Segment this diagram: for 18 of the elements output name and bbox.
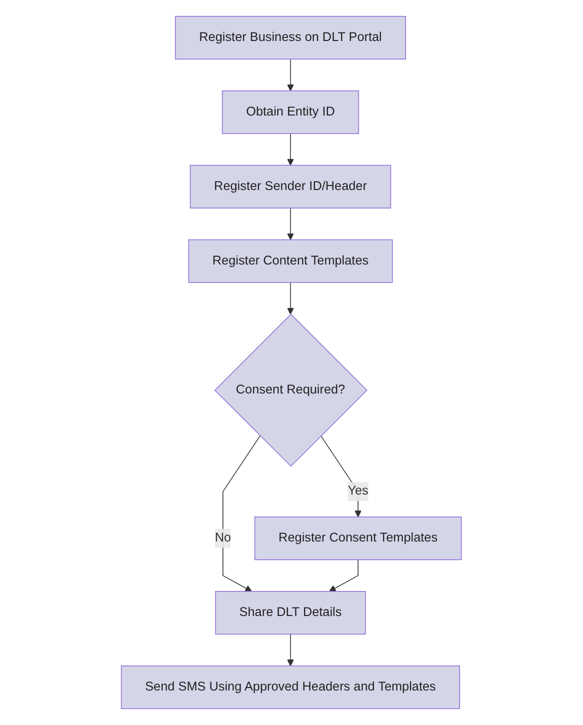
node-box: Register Sender ID/Header xyxy=(190,164,392,208)
arrow xyxy=(287,58,294,92)
node-diamond: Consent Required? xyxy=(214,314,368,467)
node-box: Register Content Templates xyxy=(188,239,393,283)
arrow xyxy=(222,435,261,592)
node-box: Register Business on DLT Portal xyxy=(175,16,406,60)
node-box: Obtain Entity ID xyxy=(222,90,360,134)
node-box: Send SMS Using Approved Headers and Templates xyxy=(121,665,460,710)
arrow xyxy=(287,634,294,666)
node-box: Share DLT Details xyxy=(215,591,366,635)
edge-label: Yes xyxy=(348,484,369,498)
node-box: Register Consent Templates xyxy=(254,516,462,560)
arrow xyxy=(287,282,294,315)
arrow xyxy=(329,559,359,592)
arrow xyxy=(287,208,294,240)
edge-label: No xyxy=(214,531,232,545)
arrow xyxy=(320,435,362,518)
arrow xyxy=(287,133,294,166)
